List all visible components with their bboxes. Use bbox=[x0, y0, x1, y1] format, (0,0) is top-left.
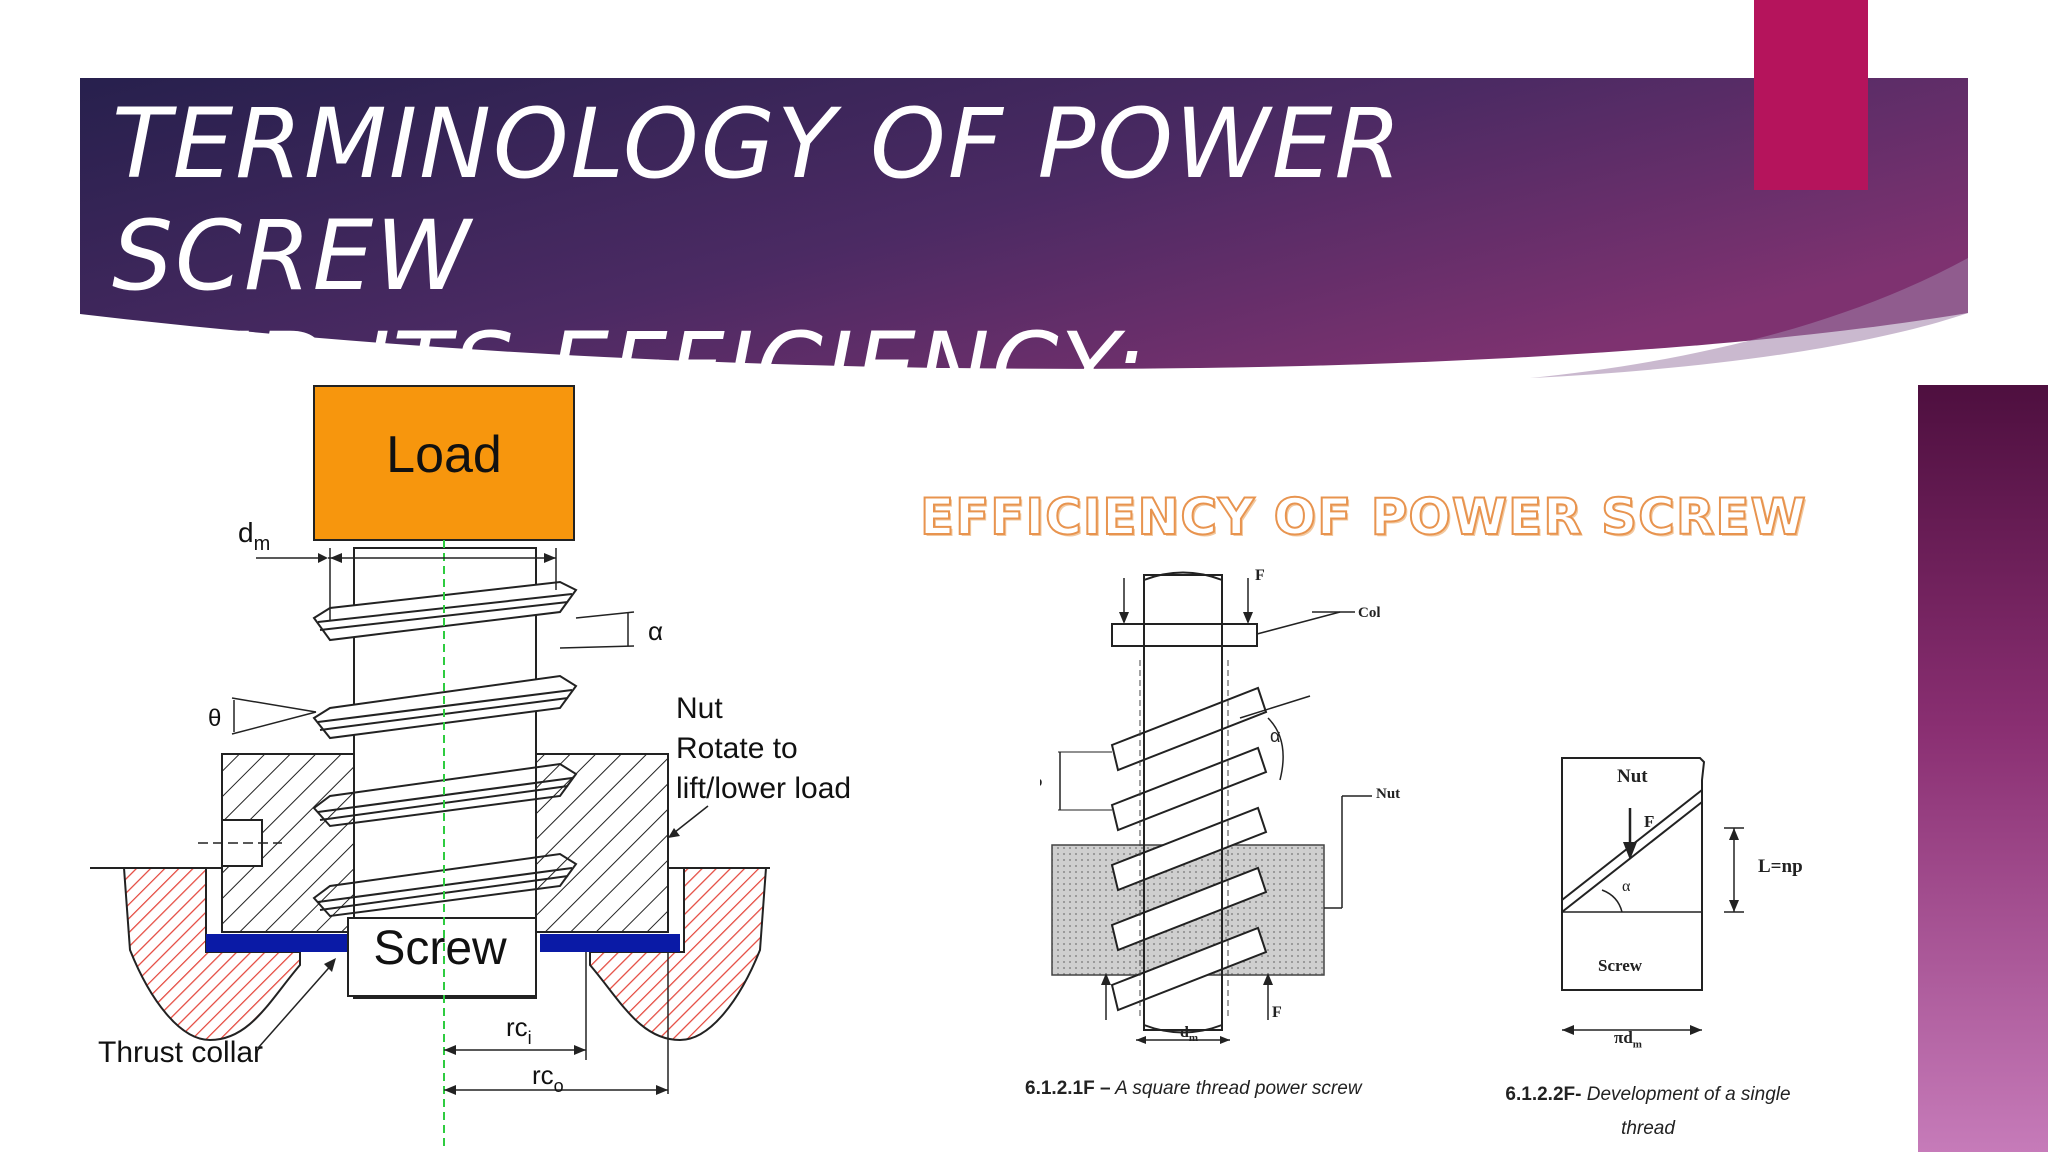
collar-plate bbox=[1111, 623, 1258, 647]
page-title: TERMINOLOGY OF POWER SCREW AND ITS EFFIC… bbox=[112, 88, 1752, 424]
nut-right bbox=[535, 753, 669, 933]
square-thread-diagram: Collar F α p bbox=[1040, 567, 1380, 1044]
dm-label: d bbox=[238, 517, 254, 548]
middle-threads bbox=[1110, 686, 1268, 1012]
single-thread-development bbox=[1561, 757, 1744, 1035]
rotate-label-2: lift/lower load bbox=[676, 772, 851, 805]
f-top-label: F bbox=[1255, 567, 1265, 584]
middle-dm-label: dm bbox=[1180, 1024, 1199, 1045]
accent-bar-right bbox=[1918, 385, 2048, 1152]
right-alpha-label: α bbox=[1622, 878, 1631, 895]
accent-bar-top bbox=[1754, 0, 1868, 190]
rci-label: rc bbox=[506, 1012, 528, 1042]
thrust-collar-label: Thrust collar bbox=[98, 1036, 263, 1069]
base-left bbox=[122, 867, 301, 1042]
nut-label: Nut bbox=[676, 692, 723, 725]
collar-label: Collar bbox=[1358, 605, 1380, 621]
pitch-label: p bbox=[1040, 774, 1042, 790]
right-nut-label: Nut bbox=[1617, 766, 1648, 787]
svg-text:rco: rco bbox=[532, 1060, 564, 1096]
f-bottom-label: F bbox=[1272, 1004, 1282, 1021]
base-right bbox=[589, 867, 768, 1042]
load-label: Load bbox=[386, 426, 502, 484]
alpha-label: α bbox=[648, 616, 663, 646]
efficiency-title: EFFICIENCY OF POWER SCREW bbox=[919, 487, 1807, 547]
title-line-2: AND ITS EFFICIENCY:- bbox=[112, 312, 1184, 424]
svg-text:dm: dm bbox=[238, 517, 270, 555]
lead-label: L=np bbox=[1758, 856, 1803, 877]
power-screw-diagram: Load Screw bbox=[90, 385, 851, 1150]
middle-nut-label: Nut bbox=[1376, 786, 1401, 802]
middle-alpha: α bbox=[1270, 726, 1280, 746]
svg-text:rci: rci bbox=[506, 1012, 532, 1048]
thrust-collar-right bbox=[540, 934, 680, 952]
title-banner bbox=[80, 78, 1968, 378]
screw-label: Screw bbox=[373, 922, 507, 975]
caption-square-thread: 6.1.2.1F – A square thread power screw bbox=[1025, 1078, 1362, 1099]
right-screw-label: Screw bbox=[1598, 956, 1643, 975]
thrust-collar-left bbox=[206, 934, 348, 952]
pidm-label: πdm bbox=[1614, 1028, 1642, 1051]
title-line-1: TERMINOLOGY OF POWER SCREW bbox=[112, 88, 1404, 312]
rotate-label-1: Rotate to bbox=[676, 732, 798, 765]
right-f-label: F bbox=[1644, 812, 1655, 831]
theta-label: θ bbox=[208, 705, 221, 732]
caption-single-thread: 6.1.2.2F- Development of a single thread bbox=[1505, 1084, 1791, 1139]
rco-label: rc bbox=[532, 1060, 554, 1090]
load-box bbox=[313, 385, 575, 541]
